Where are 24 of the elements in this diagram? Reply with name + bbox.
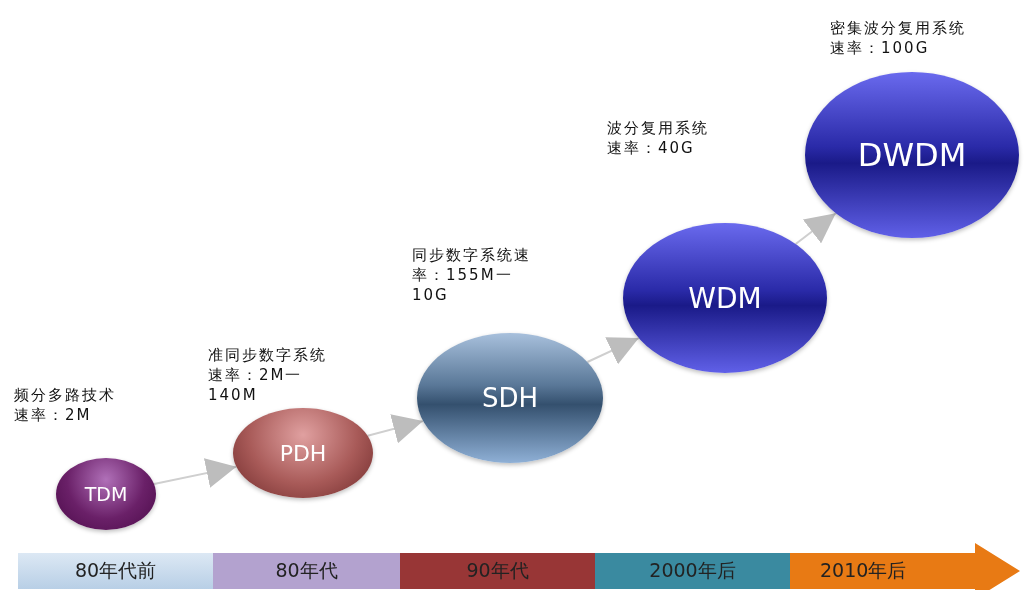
arrow: [586, 337, 640, 365]
timeline-segment: [595, 553, 790, 589]
period-label: 2010年后: [820, 558, 907, 583]
timeline-segment: [400, 553, 595, 589]
description-text: 密集波分复用系统速率：100G: [830, 18, 967, 58]
arrow: [153, 458, 238, 488]
arrow: [794, 212, 837, 245]
stage-label: DWDM: [857, 136, 967, 174]
period-label: 2000年后: [649, 558, 736, 583]
period-label: 80年代: [275, 558, 338, 583]
stage-label: SDH: [481, 383, 539, 413]
timeline-segment: [18, 553, 213, 589]
period-label: 80年代前: [74, 558, 157, 583]
stage-label: PDH: [279, 440, 327, 466]
period-label: 90年代: [466, 558, 529, 583]
arrow: [366, 414, 425, 444]
description-text: 频分多路技术速率：2M: [14, 385, 117, 425]
stage-ellipse: [56, 458, 156, 530]
stage-label: TDM: [84, 483, 128, 505]
description-text: 准同步数字系统速率：2M一140M: [208, 345, 328, 405]
description-text: 波分复用系统速率：40G: [607, 118, 710, 158]
description-text: 同步数字系统速率：155M一10G: [412, 245, 532, 305]
timeline-segment: [213, 553, 400, 589]
stage-label: WDM: [688, 281, 762, 315]
